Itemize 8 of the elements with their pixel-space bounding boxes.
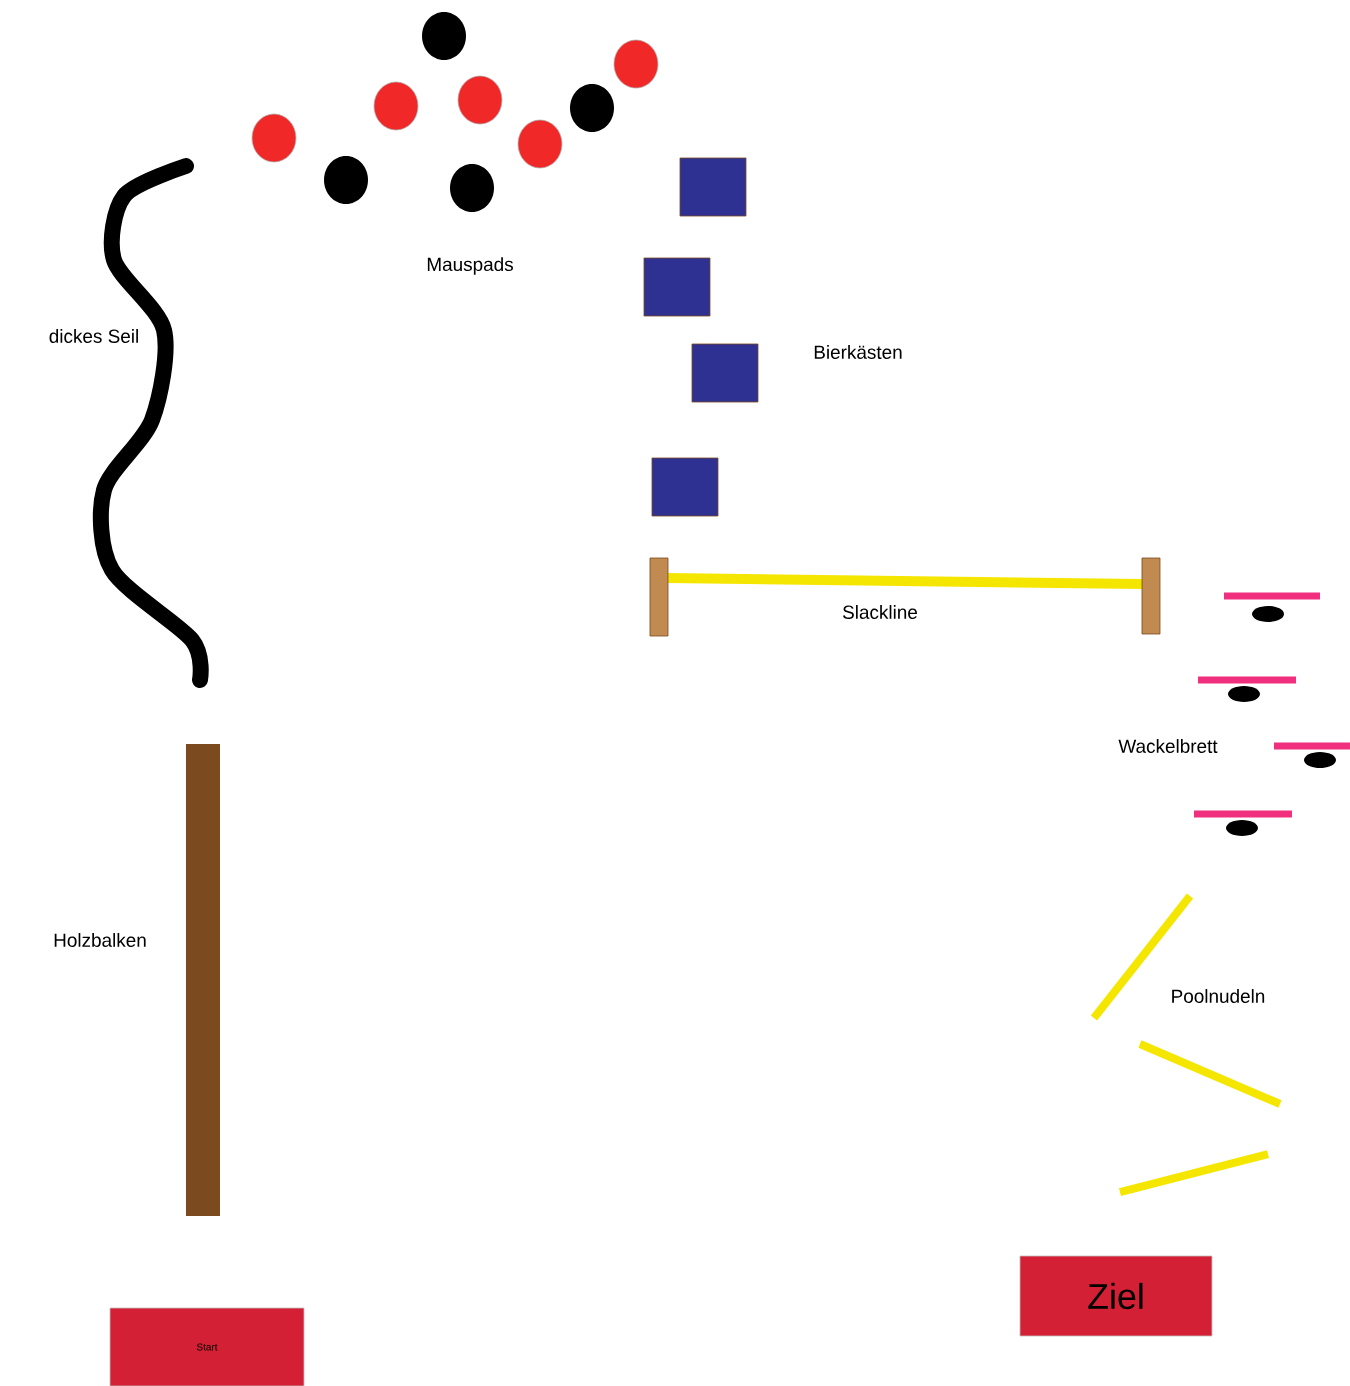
goal-box: Ziel — [1019, 1255, 1213, 1337]
station-label: dickes Seil — [49, 329, 138, 343]
station-label: Holzbalken — [54, 933, 146, 947]
station-label: Poolnudeln — [1172, 989, 1265, 1003]
station-label: Bierkästen — [814, 345, 902, 359]
station-label: Mauspads — [427, 257, 513, 275]
station-label: Wackelbrett — [1118, 739, 1218, 753]
station-label: Slackline — [843, 605, 917, 619]
